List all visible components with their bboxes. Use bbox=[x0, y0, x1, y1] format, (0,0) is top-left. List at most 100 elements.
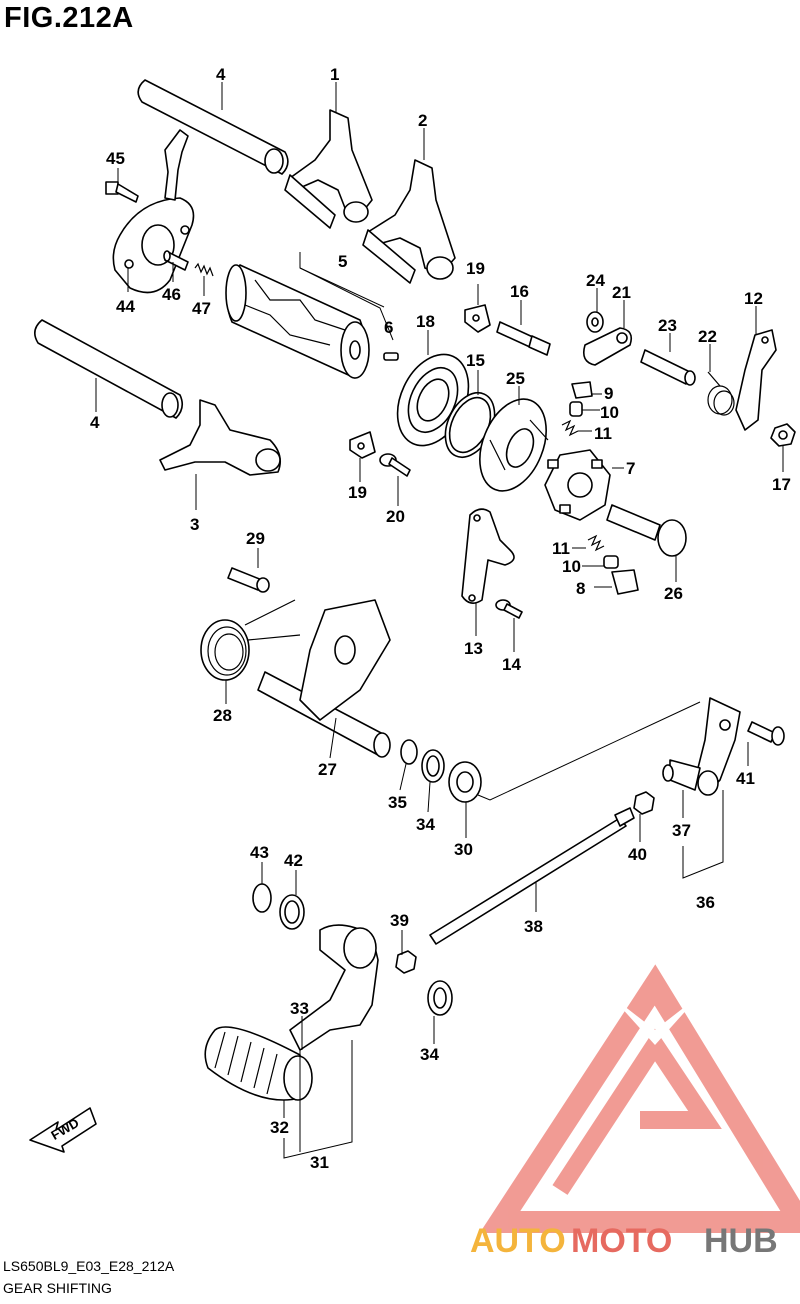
lever-37 bbox=[662, 697, 741, 796]
stopper-9 bbox=[571, 381, 593, 399]
callout: 44 bbox=[116, 297, 135, 316]
callout: 47 bbox=[192, 299, 211, 318]
ring-43 bbox=[252, 883, 272, 913]
spring-22 bbox=[707, 371, 735, 416]
callout: 21 bbox=[612, 283, 631, 302]
callout: 39 bbox=[390, 911, 409, 930]
screw-14 bbox=[495, 599, 523, 619]
cam-stopper-7 bbox=[544, 449, 611, 521]
callout: 18 bbox=[416, 312, 435, 331]
callout: 20 bbox=[386, 507, 405, 526]
callout: 23 bbox=[658, 316, 677, 335]
plate-19-upper bbox=[464, 304, 491, 333]
watermark-auto: AUTO bbox=[470, 1222, 566, 1260]
figure-title: FIG.212A bbox=[4, 2, 134, 34]
rubber-32 bbox=[204, 1026, 313, 1101]
callout: 25 bbox=[506, 369, 525, 388]
callout: 5 bbox=[338, 252, 347, 271]
bolt-41 bbox=[747, 721, 785, 746]
screw-20 bbox=[379, 453, 411, 477]
callout: 35 bbox=[388, 793, 407, 812]
callout: 42 bbox=[284, 851, 303, 870]
callout: 36 bbox=[696, 893, 715, 912]
cam-plate-25 bbox=[479, 398, 549, 492]
bolt-23 bbox=[640, 349, 696, 386]
callout: 7 bbox=[626, 459, 635, 478]
link-line bbox=[477, 701, 701, 801]
watermark-moto: MOTO bbox=[571, 1222, 672, 1260]
bolt-45 bbox=[105, 181, 139, 203]
callout: 29 bbox=[246, 529, 265, 548]
callout: 3 bbox=[190, 515, 199, 534]
callout: 34 bbox=[420, 1045, 439, 1064]
pin-10-lower bbox=[603, 555, 619, 569]
callout: 11 bbox=[594, 424, 612, 443]
callout: 2 bbox=[418, 111, 427, 130]
shift-cam-drum bbox=[225, 264, 399, 379]
pin-16 bbox=[496, 321, 551, 356]
callout: 30 bbox=[454, 840, 473, 859]
callout: 15 bbox=[466, 351, 485, 370]
plate-19-lower bbox=[349, 431, 376, 459]
callout: 10 bbox=[562, 557, 581, 576]
shift-fork-2 bbox=[362, 159, 456, 284]
spring-11-upper bbox=[561, 419, 579, 437]
nut-17 bbox=[770, 423, 796, 447]
callout: 46 bbox=[162, 285, 181, 304]
callout: 45 bbox=[106, 149, 125, 168]
callout: 19 bbox=[466, 259, 485, 278]
arm-21 bbox=[582, 327, 633, 366]
callout: 9 bbox=[604, 384, 613, 403]
callout: 4 bbox=[216, 65, 226, 84]
shift-fork-1 bbox=[284, 109, 373, 229]
callout: 28 bbox=[213, 706, 232, 725]
callout: 40 bbox=[628, 845, 647, 864]
arm-12 bbox=[735, 329, 777, 431]
washer-34-upper bbox=[421, 749, 445, 783]
callout: 32 bbox=[270, 1118, 289, 1137]
callout: 6 bbox=[384, 318, 393, 337]
callout: 13 bbox=[464, 639, 483, 658]
watermark-text: AUTO MOTO HUB bbox=[470, 1222, 778, 1260]
washer-34-lower bbox=[427, 980, 453, 1016]
callout: 10 bbox=[600, 403, 619, 422]
callout: 34 bbox=[416, 815, 435, 834]
spring-11-lower bbox=[587, 534, 605, 552]
nut-39 bbox=[395, 950, 417, 974]
stopper-8 bbox=[611, 569, 639, 595]
callout: 27 bbox=[318, 760, 337, 779]
figure-code: LS650BL9_E03_E28_212A bbox=[3, 1258, 175, 1274]
bolt-26 bbox=[606, 504, 687, 557]
pin-29 bbox=[227, 567, 270, 593]
callout: 37 bbox=[672, 821, 691, 840]
callout: 1 bbox=[330, 65, 339, 84]
callout: 26 bbox=[664, 584, 683, 603]
seal-30 bbox=[448, 761, 482, 803]
callout-numbers: 1 2 3 4 4 5 6 7 8 9 10 10 11 11 12 13 14… bbox=[90, 65, 791, 1172]
pin-46 bbox=[163, 250, 189, 271]
rod-38 bbox=[429, 807, 635, 945]
callout: 4 bbox=[90, 413, 100, 432]
callout: 12 bbox=[744, 289, 763, 308]
leader-lines bbox=[95, 82, 784, 1159]
callout: 11 bbox=[552, 539, 570, 558]
callout: 31 bbox=[310, 1153, 329, 1172]
callout: 16 bbox=[510, 282, 529, 301]
callout: 22 bbox=[698, 327, 717, 346]
washer-42 bbox=[279, 894, 305, 930]
callout: 17 bbox=[772, 475, 791, 494]
callout: 14 bbox=[502, 655, 521, 674]
shaft-27 bbox=[257, 599, 391, 758]
callout: 38 bbox=[524, 917, 543, 936]
figure-name: GEAR SHIFTING bbox=[3, 1280, 112, 1296]
fwd-arrow-icon: FWD bbox=[29, 1107, 97, 1153]
callout: 24 bbox=[586, 271, 605, 290]
fork-shaft-upper bbox=[137, 79, 289, 175]
spring-47 bbox=[194, 262, 214, 277]
fork-shaft-lower bbox=[34, 319, 184, 419]
callout: 33 bbox=[290, 999, 309, 1018]
nut-40 bbox=[633, 791, 655, 815]
shift-fork-3 bbox=[159, 399, 281, 476]
ring-35 bbox=[400, 739, 418, 765]
